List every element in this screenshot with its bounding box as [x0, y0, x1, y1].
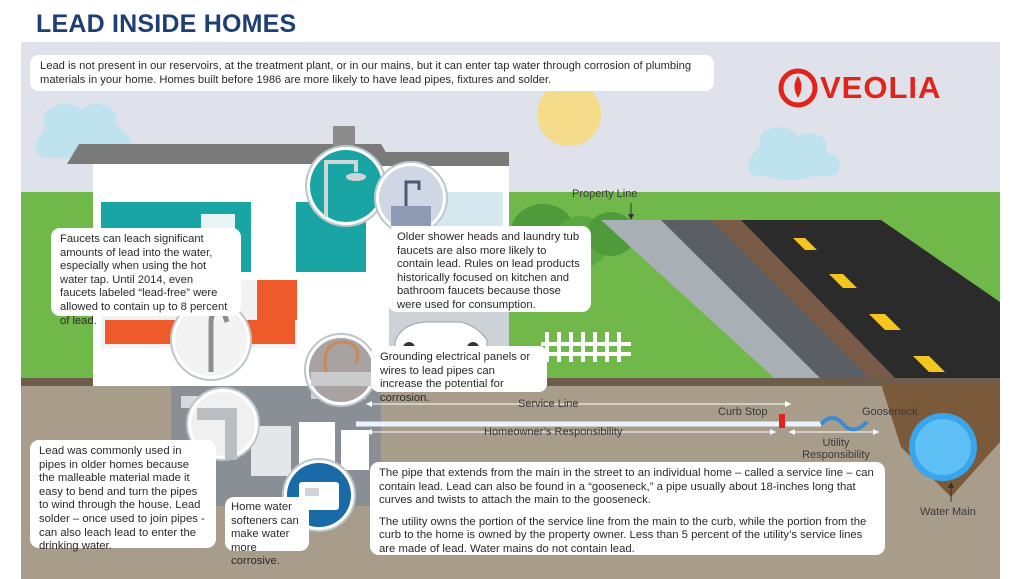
sidewalk	[601, 220, 841, 384]
dimension-arrows	[366, 401, 879, 435]
brand-name: VEOLIA	[820, 70, 942, 105]
shower-head-detail-icon	[305, 145, 387, 227]
curb-stop-valve	[779, 414, 785, 428]
chimney	[333, 126, 355, 150]
cloud-icon	[748, 127, 840, 180]
grounding-callout: Grounding electrical panels or wires to …	[371, 346, 547, 404]
homeowner-responsibility-label: Homeowner’s Responsibility	[484, 426, 623, 438]
laundry-faucet-detail-icon	[374, 161, 448, 235]
shower-head-callout: Older shower heads and laundry tub fauce…	[388, 226, 591, 312]
service-line-callout: The pipe that extends from the main in t…	[370, 462, 885, 555]
curb	[661, 220, 891, 384]
sun-icon	[537, 82, 601, 146]
service-line-paragraph-1: The pipe that extends from the main in t…	[379, 467, 874, 507]
electrical-panel	[341, 430, 369, 470]
veolia-drop-logo-icon	[778, 68, 818, 108]
faucet-detail-icon	[170, 299, 252, 381]
faucet-callout: Faucets can leach significant amounts of…	[51, 228, 241, 327]
intro-text: Lead is not present in our reservoirs, a…	[30, 55, 714, 91]
grounding-wire-detail-icon	[304, 333, 378, 407]
lead-pipes-callout: Lead was commonly used in pipes in older…	[30, 440, 216, 552]
water-main-arrow	[948, 482, 954, 488]
water-softener-callout: Home water softeners can make water more…	[225, 497, 309, 567]
street-asphalt	[741, 220, 1000, 384]
house-roof	[67, 144, 393, 164]
curb-stop-label: Curb Stop	[718, 406, 768, 418]
gooseneck-label: Gooseneck	[862, 406, 918, 418]
page-title: LEAD INSIDE HOMES	[36, 10, 297, 38]
picket-fence	[541, 332, 631, 362]
road-center-stripes	[793, 238, 945, 372]
dimension-lines	[366, 403, 879, 433]
veolia-logo: VEOLIA	[778, 68, 970, 108]
gooseneck-pipe	[819, 416, 869, 432]
service-line-paragraph-2: The utility owns the portion of the serv…	[379, 515, 867, 555]
service-line-label: Service Line	[518, 398, 579, 410]
kitchen-backsplash	[257, 280, 297, 320]
utility-responsibility-label: Utility Responsibility	[802, 437, 870, 461]
property-line-label: Property Line	[572, 188, 638, 200]
water-main-label: Water Main	[920, 506, 976, 518]
